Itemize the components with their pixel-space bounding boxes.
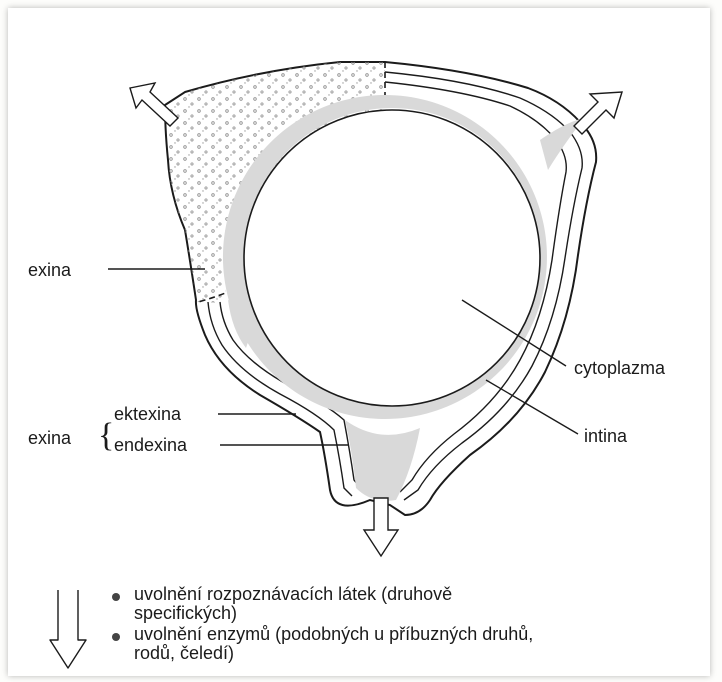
label-exina: exina [28,260,71,280]
brace: { [98,418,114,454]
label-cytoplazma: cytoplazma [574,358,665,378]
legend-arrow [50,590,86,668]
aperture-arrow-topright [574,92,622,134]
legend-item-2-line2: rodů, čeledí) [134,643,234,663]
label-intina: intina [584,426,627,446]
legend-item-1-line1: uvolnění rozpoznávacích látek (druhově [134,584,452,604]
legend-bullet [112,633,120,641]
cytoplasm [244,110,540,406]
legend-item-2-line1: uvolnění enzymů (podobných u příbuzných … [134,624,533,644]
legend-bullet [112,593,120,601]
label-exina-group: exina [28,428,71,448]
label-ektexina: ektexina [114,404,181,424]
legend-item-1-line2: specifických) [134,603,237,623]
label-endexina: endexina [114,435,187,455]
